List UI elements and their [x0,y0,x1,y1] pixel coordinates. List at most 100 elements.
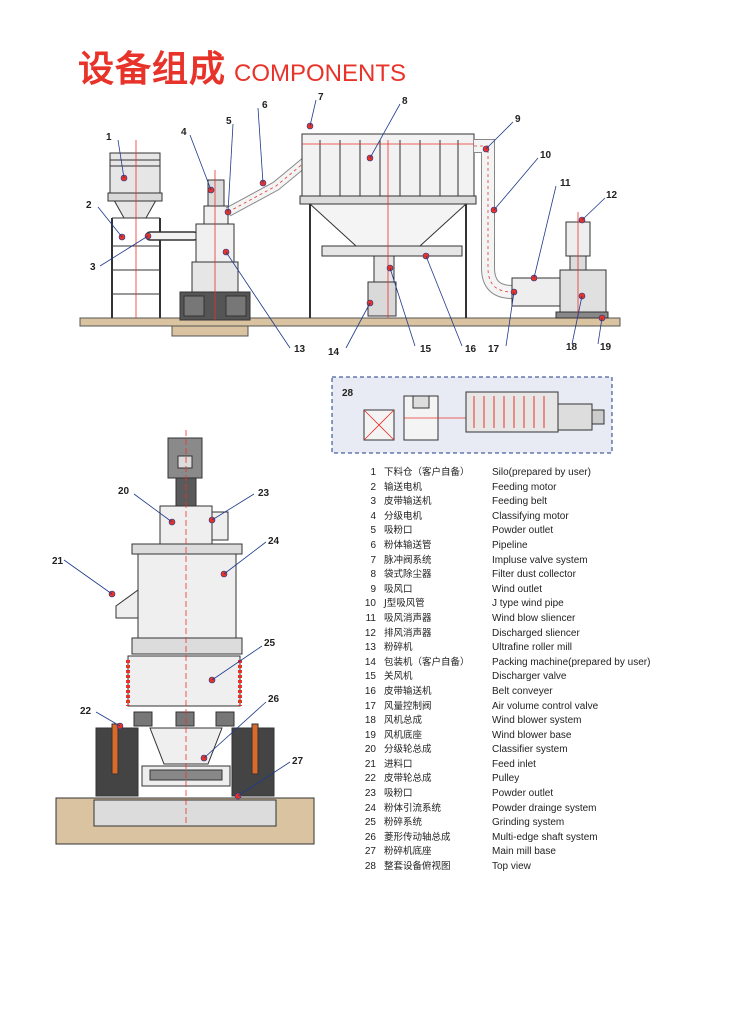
legend-chinese: 粉碎机 [384,642,413,654]
legend-english: Powder drainge system [492,802,597,814]
legend-number: 25 [364,817,376,829]
legend-chinese: 皮带输送机 [384,685,432,697]
legend-chinese: 风机总成 [384,715,423,727]
legend-english: Powder outlet [492,525,554,537]
legend-number: 24 [364,802,376,814]
callout-numbers-side: 20 21 22 23 24 25 26 27 [52,486,304,767]
callout-23: 23 [258,488,270,499]
legend-row: 22 皮带轮总成 Pulley [346,772,706,787]
callout-25: 25 [264,638,276,649]
legend-number: 14 [364,656,376,668]
legend-chinese: J型吸风管 [384,598,425,610]
callout-3: 3 [90,262,96,273]
legend-number: 8 [370,569,376,581]
legend-number: 17 [364,700,376,712]
legend-chinese: 包装机（客户自备） [384,656,470,668]
ground-slab [79,317,621,327]
legend-row: 24 粉体引流系统 Powder drainge system [346,802,706,817]
legend-english: Feeding motor [492,481,557,493]
legend-number: 15 [364,671,376,683]
legend-number: 7 [370,554,376,566]
legend-number: 1 [370,467,376,478]
callout-2: 2 [86,200,92,211]
legend-english: Discharger valve [492,671,567,683]
legend-number: 11 [365,612,376,624]
legend-english: Pulley [492,773,520,785]
callout-6: 6 [262,100,268,111]
top-view-panel: 28 [331,376,613,454]
callout-20: 20 [118,486,130,497]
callout-22: 22 [80,706,92,717]
legend-english: Feed inlet [492,758,536,770]
callout-19: 19 [600,342,612,353]
legend-row: 15 关风机 Discharger valve [346,670,706,685]
legend-chinese: 排风消声器 [384,627,432,639]
legend-row: 10 J型吸风管 J type wind pipe [346,597,706,612]
mill-side-view [55,430,315,845]
callout-13: 13 [294,344,306,355]
legend-number: 2 [370,481,376,493]
callout-10: 10 [540,150,552,161]
callout-5: 5 [226,116,232,127]
legend-number: 18 [364,715,376,727]
legend-english: Ultrafine roller mill [492,642,573,654]
legend-english: J type wind pipe [492,598,564,610]
title-chinese: 设备组成 [78,49,227,90]
legend-chinese: 粉碎系统 [384,817,423,829]
silo-assembly [107,140,199,318]
callout-14: 14 [328,347,340,358]
callout-15: 15 [420,344,432,355]
legend-number: 20 [364,744,376,756]
legend-english: Filter dust collector [492,569,576,581]
plant-overview [79,133,621,337]
legend-number: 6 [370,539,376,551]
legend-number: 28 [364,861,376,873]
legend-number: 9 [370,583,376,595]
legend-english: Impluse valve system [492,554,588,566]
legend-english: Wind blower system [492,715,582,727]
legend-row: 18 风机总成 Wind blower system [346,714,706,729]
legend-number: 23 [364,788,376,800]
legend-number: 5 [370,525,376,537]
legend-english: Feeding belt [492,496,548,508]
legend-chinese: 风机底座 [384,729,423,741]
legend-number: 10 [364,598,376,610]
legend-chinese: 粉碎机底座 [384,846,432,858]
legend-number: 21 [364,758,376,770]
legend-chinese: 关风机 [384,671,413,683]
mill-foundation [171,325,249,337]
legend-english: Classifier system [492,744,568,756]
legend-number: 19 [364,729,376,741]
legend-number: 12 [364,627,376,639]
legend-chinese: 菱形传动轴总成 [384,831,451,843]
legend-chinese: 袋式除尘器 [384,569,432,581]
legend-english: Wind outlet [492,583,543,595]
callout-24: 24 [268,536,280,547]
legend-english: Pipeline [492,539,528,551]
callout-12: 12 [606,190,618,201]
legend-number: 16 [364,685,376,697]
legend-english: Multi-edge shaft system [492,831,598,843]
callout-27: 27 [292,756,304,767]
legend-chinese: 皮带轮总成 [384,773,432,785]
legend-chinese: 分级轮总成 [384,744,432,756]
legend-row: 8 袋式除尘器 Filter dust collector [346,568,706,583]
legend-number: 22 [364,773,376,785]
legend-chinese: 粉体引流系统 [384,802,442,814]
legend-english: Main mill base [492,846,556,858]
legend-english: Top view [492,861,531,873]
